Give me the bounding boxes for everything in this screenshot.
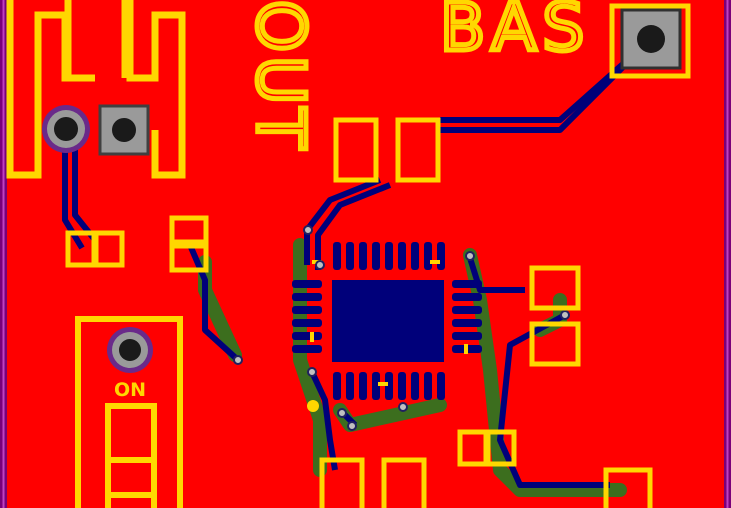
ic-pads-bottom <box>333 372 445 400</box>
antenna-silk <box>6 0 186 179</box>
on-label: ON <box>114 379 146 401</box>
smd-footprints <box>65 117 653 508</box>
ic-pads-right <box>452 280 482 353</box>
ic-exposed-pad <box>332 280 444 362</box>
bas-drill <box>637 25 665 53</box>
th-drill-1 <box>54 117 78 141</box>
bas-label: BAS <box>440 0 590 66</box>
switch-lever-silk <box>105 403 157 508</box>
th-drill-2 <box>112 118 136 142</box>
smd-pad-fill <box>340 124 434 176</box>
ic-pads-left <box>292 280 322 353</box>
pin1-marker <box>307 400 319 412</box>
switch-outline-silk <box>75 316 183 508</box>
ic-pads-top <box>333 242 445 270</box>
vias <box>233 225 570 431</box>
out-label: OUT <box>242 0 319 153</box>
switch-drill <box>119 339 141 361</box>
bas-pad-silk <box>609 3 691 79</box>
